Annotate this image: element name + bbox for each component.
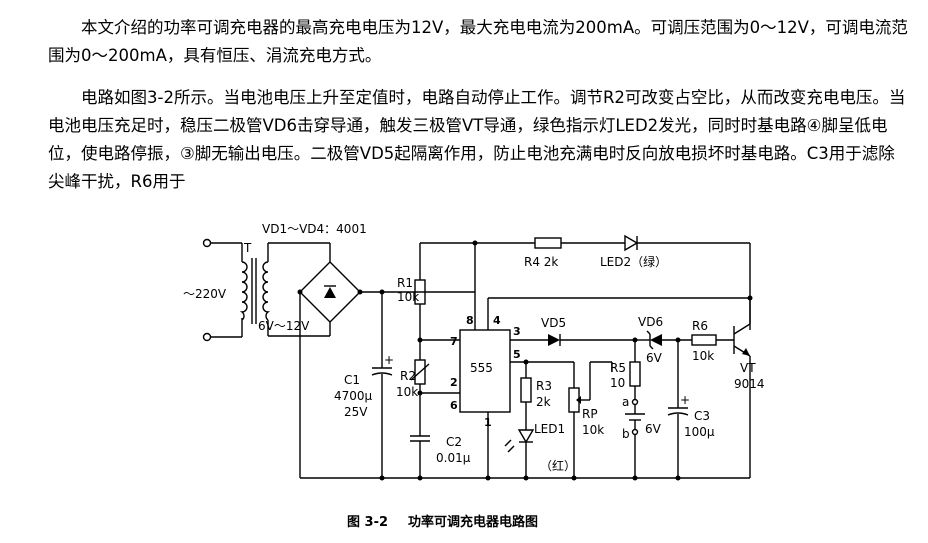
label-battery: 6V — [645, 422, 662, 436]
label-r5-val: 10 — [610, 376, 625, 390]
label-vt: VT — [740, 361, 756, 375]
figure-caption: 图 3-2 功率可调充电器电路图 — [347, 511, 558, 530]
transistor-vt — [733, 298, 751, 478]
pin-3: 3 — [513, 325, 521, 338]
pin-8: 8 — [466, 314, 474, 327]
label-c2-val: 0.01μ — [436, 451, 471, 465]
label-secondary: 6V～12V — [258, 319, 310, 333]
label-node-b: b — [622, 427, 630, 441]
pin-5: 5 — [513, 348, 521, 361]
pin-6: 6 — [450, 399, 458, 412]
circuit-paragraph: 电路如图3-2所示。当电池电压上升至定值时，电路自动停止工作。调节R2可改变占空… — [48, 88, 906, 191]
label-r2: R2 — [400, 369, 416, 383]
label-mains: ～220V — [183, 287, 227, 301]
figure-number: 图 3-2 — [347, 515, 389, 530]
label-vt-val: 9014 — [734, 377, 765, 391]
label-t: T — [243, 241, 252, 255]
label-ic: 555 — [470, 361, 493, 375]
label-r6: R6 — [692, 319, 708, 333]
label-plus-c1: + — [384, 353, 394, 367]
label-c1: C1 — [344, 373, 360, 387]
label-c3-val: 100μ — [684, 425, 715, 439]
label-plus-c3: + — [680, 393, 690, 407]
label-c3: C3 — [694, 409, 710, 423]
vd6-r6-c3 — [635, 330, 734, 478]
bridge-rectifier — [297, 261, 475, 420]
label-rp: RP — [582, 407, 598, 421]
intro-paragraph: 本文介绍的功率可调充电器的最高充电电压为12V，最大充电电流为200mA。可调压… — [48, 18, 908, 65]
pin-1: 1 — [484, 416, 492, 429]
label-rp-val: 10k — [582, 423, 604, 437]
pin-7: 7 — [450, 335, 458, 348]
label-led1: LED1 — [534, 422, 565, 436]
label-r2-val: 10k — [396, 385, 418, 399]
capacitor-c1 — [371, 289, 393, 478]
label-vd6-val: 6V — [646, 351, 663, 365]
ic-555 — [459, 329, 635, 478]
label-led2: LED2（绿） — [600, 254, 667, 269]
label-r3-val: 2k — [536, 395, 551, 409]
label-c2: C2 — [446, 435, 462, 449]
label-c1-val1: 4700μ — [334, 389, 373, 403]
figure-title: 功率可调充电器电路图 — [408, 515, 539, 530]
label-r4: R4 2k — [524, 255, 558, 269]
label-r3: R3 — [536, 379, 552, 393]
r5-battery — [625, 337, 645, 478]
ground-junctions — [379, 475, 681, 481]
label-r6-val: 10k — [692, 349, 714, 363]
ac-input — [202, 238, 243, 342]
pin-4: 4 — [493, 314, 501, 327]
r3-led1 — [504, 359, 535, 478]
label-vd6: VD6 — [638, 315, 663, 329]
potentiometer-rp — [568, 361, 613, 478]
label-vd5: VD5 — [541, 316, 566, 330]
label-bridge: VD1～VD4：4001 — [262, 222, 367, 236]
label-led1-color: （红） — [540, 458, 576, 473]
label-c1-val2: 25V — [344, 405, 368, 419]
pin-2: 2 — [450, 376, 458, 389]
label-r1-val: 10k — [397, 290, 419, 304]
transformer-symbol — [239, 242, 331, 337]
label-node-a: a — [622, 395, 629, 409]
label-r5: R5 — [610, 361, 626, 375]
label-r1: R1 — [397, 276, 413, 290]
